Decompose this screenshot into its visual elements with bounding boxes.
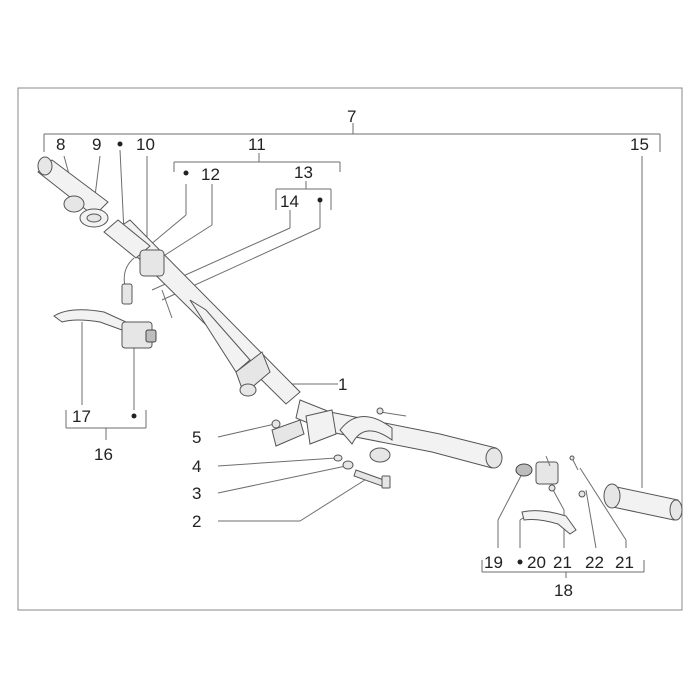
label-22: 22 <box>585 553 604 572</box>
label-16: 16 <box>94 445 113 464</box>
label-21a: 21 <box>553 553 572 572</box>
label-12: 12 <box>201 165 220 184</box>
label-19: 19 <box>484 553 503 572</box>
label-18: 18 <box>554 581 573 600</box>
label-1: 1 <box>338 375 347 394</box>
bracket-lines <box>43 123 661 578</box>
marker-dots <box>117 141 523 565</box>
label-4: 4 <box>192 457 201 476</box>
label-17: 17 <box>72 407 91 426</box>
label-7: 7 <box>347 107 356 126</box>
label-8: 8 <box>56 135 65 154</box>
label-21b: 21 <box>615 553 634 572</box>
part-labels: 7 8 9 10 11 12 13 14 15 1 17 16 5 4 3 2 … <box>56 107 649 600</box>
right-brake-assembly <box>515 455 586 535</box>
label-9: 9 <box>92 135 101 154</box>
label-13: 13 <box>294 163 313 182</box>
label-20: 20 <box>527 553 546 572</box>
label-3: 3 <box>192 484 201 503</box>
label-2: 2 <box>192 512 201 531</box>
left-switch-assembly <box>103 219 173 319</box>
diagram-frame <box>17 87 683 611</box>
label-14: 14 <box>280 192 299 211</box>
fasteners <box>271 409 391 489</box>
label-5: 5 <box>192 428 201 447</box>
label-15: 15 <box>630 135 649 154</box>
label-11: 11 <box>248 135 266 154</box>
right-grip <box>603 483 683 521</box>
left-brake-lever <box>53 309 157 349</box>
handlebar-tube <box>111 219 503 469</box>
left-grip <box>37 156 109 228</box>
label-10: 10 <box>136 135 155 154</box>
